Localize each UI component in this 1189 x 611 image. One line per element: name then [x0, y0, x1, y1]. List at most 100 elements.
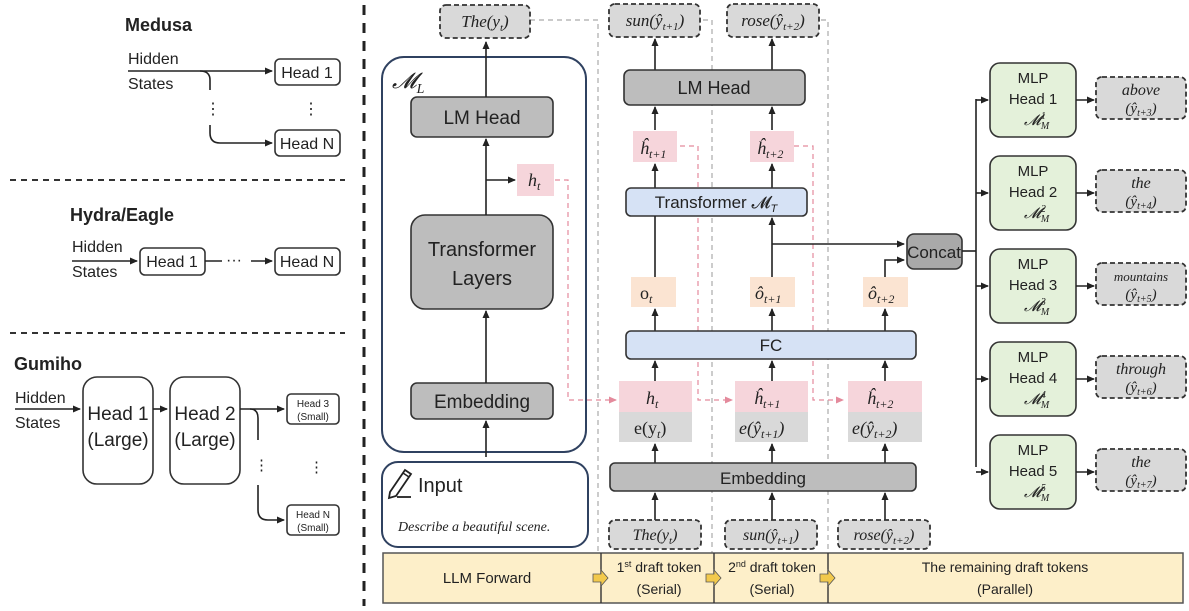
mlp-head-name: Head 3 [1009, 277, 1057, 294]
gumiho-head-1-size: (Large) [87, 430, 148, 451]
hydra-eagle-title: Hydra/Eagle [70, 205, 174, 225]
llm-hidden-state [517, 164, 554, 196]
input-hidden-ht [619, 381, 692, 412]
gumiho-branch [249, 408, 259, 440]
guide-line-2 [703, 19, 718, 579]
medusa-arrow-headn [209, 125, 273, 147]
serial-embedding-label: Embedding [720, 469, 806, 488]
output-ot-label: ot [640, 283, 653, 306]
output-ot1 [750, 277, 795, 307]
input-label: Input [418, 475, 463, 497]
concat-label: Concat [907, 243, 961, 262]
serial-lm-head [623, 69, 806, 106]
timeline-second-draft: 2nd draft token [728, 559, 816, 575]
bottom-token-rose [837, 519, 931, 550]
mlp-draft-token-word: above [1122, 82, 1160, 99]
timeline-bar: LLM Forward 1st draft token (Serial) 2nd… [382, 552, 1184, 604]
transformer-mt-label: Transformer 𝓜T [655, 193, 779, 215]
top-token-rose [726, 3, 820, 38]
medusa-head-n [274, 129, 341, 157]
input-hidden-ht1 [735, 381, 808, 412]
medusa-section: Medusa Hidden States ⋮ Head 1 ⋮ Head N [125, 15, 341, 157]
mlp-head-type: MLP [1018, 442, 1049, 459]
llm-hidden-state-label: ht [528, 170, 541, 193]
medusa-input-label-states: States [128, 76, 173, 93]
timeline-first-draft: 1st draft token [617, 559, 702, 575]
input-hidden-ht-label: ht [646, 388, 659, 411]
gumiho-input-label-hidden: Hidden [15, 390, 66, 407]
gumiho-arrow-headn [257, 485, 285, 524]
h-hat-t1-label: ĥt+1 [640, 137, 666, 161]
mlp-draft-token-symbol: (ŷt+4) [1125, 194, 1156, 212]
serial-drafter: sun(ŷt+1) rose(ŷt+2) LM Head ĥt+1 ĥt+2 T… [608, 3, 931, 550]
gumiho-head-n-name: Head N [296, 510, 330, 521]
bottom-token-sun-label: sun(ŷt+1) [743, 527, 799, 547]
timeline-arrow-icon [705, 568, 722, 588]
gumiho-head-ellipsis: ⋮ [309, 459, 324, 476]
mlp-head-name: Head 4 [1009, 370, 1057, 387]
serial-lm-head-label: LM Head [677, 78, 750, 98]
hidden-link-ht2 [794, 145, 844, 404]
output-ot1-label: ôt+1 [755, 283, 781, 306]
timeline-llm-forward: LLM Forward [443, 570, 531, 587]
hidden-link-ht [555, 179, 617, 404]
medusa-branch-ellipsis: ⋮ [205, 101, 221, 118]
gumiho-head-3-name: Head 3 [297, 399, 330, 410]
llm-transformer-label-2: Layers [452, 268, 512, 290]
hydra-eagle-section: Hydra/Eagle Hidden States Head 1 ··· Hea… [70, 205, 341, 281]
mlp-head-type: MLP [1018, 256, 1049, 273]
hydra-input-label-states: States [72, 264, 117, 281]
pencil-icon [387, 468, 413, 500]
hydra-head-n-label: Head N [280, 254, 334, 271]
gumiho-head-3 [286, 393, 340, 425]
timeline-second-draft-mode: (Serial) [749, 581, 794, 597]
hidden-state-links [555, 145, 844, 404]
output-ot2 [863, 277, 908, 307]
mlp-head-name: Head 2 [1009, 184, 1057, 201]
timeline-remaining: The remaining draft tokens [922, 559, 1089, 575]
medusa-head-n-label: Head N [280, 136, 334, 153]
input-hidden-ht2 [848, 381, 922, 412]
h-hat-t2-label: ĥt+2 [757, 137, 783, 161]
top-token-rose-label: rose(ŷt+2) [741, 11, 805, 33]
input-embed-yt-label: e(yt) [634, 418, 666, 441]
mlp-draft-token-symbol: (ŷt+3) [1125, 101, 1156, 119]
hydra-head-1-label: Head 1 [146, 254, 198, 271]
timeline-arrow-icon [819, 568, 836, 588]
medusa-head-1 [274, 58, 341, 86]
input-box: Input Describe a beautiful scene. [381, 461, 589, 548]
llm-output-token [439, 4, 531, 39]
hydra-head-n [274, 247, 341, 276]
timeline-first-draft-mode: (Serial) [636, 581, 681, 597]
gumiho-branch-ellipsis: ⋮ [254, 457, 269, 474]
mlp-head-type: MLP [1018, 70, 1049, 87]
hydra-input-label-hidden: Hidden [72, 239, 123, 256]
llm-container: 𝓜L LM Head Transformer Layers Embedding … [381, 41, 587, 457]
gumiho-head-2-name: Head 2 [174, 404, 235, 425]
bottom-token-sun [724, 519, 818, 550]
mlp-head-type: MLP [1018, 349, 1049, 366]
llm-transformer-layers [410, 214, 554, 310]
mlp-draft-token-word: the [1131, 454, 1151, 471]
guide-line-3 [821, 19, 835, 579]
h-hat-t1 [633, 131, 677, 162]
top-token-sun [608, 3, 701, 38]
fc-layer-label: FC [760, 336, 783, 355]
mlp-draft-token [1095, 76, 1187, 120]
medusa-head-1-label: Head 1 [281, 65, 333, 82]
input-prompt: Describe a beautiful scene. [397, 520, 550, 535]
gumiho-head-3-size: (Small) [297, 412, 329, 423]
mlp-draft-token-word: through [1116, 361, 1166, 378]
llm-embedding [410, 382, 554, 420]
gumiho-head-n [286, 504, 340, 536]
output-ot [631, 277, 676, 307]
gumiho-head-2-size: (Large) [174, 430, 235, 451]
input-box-border [381, 461, 589, 548]
hydra-ellipsis: ··· [226, 252, 242, 269]
medusa-branch [199, 70, 211, 90]
